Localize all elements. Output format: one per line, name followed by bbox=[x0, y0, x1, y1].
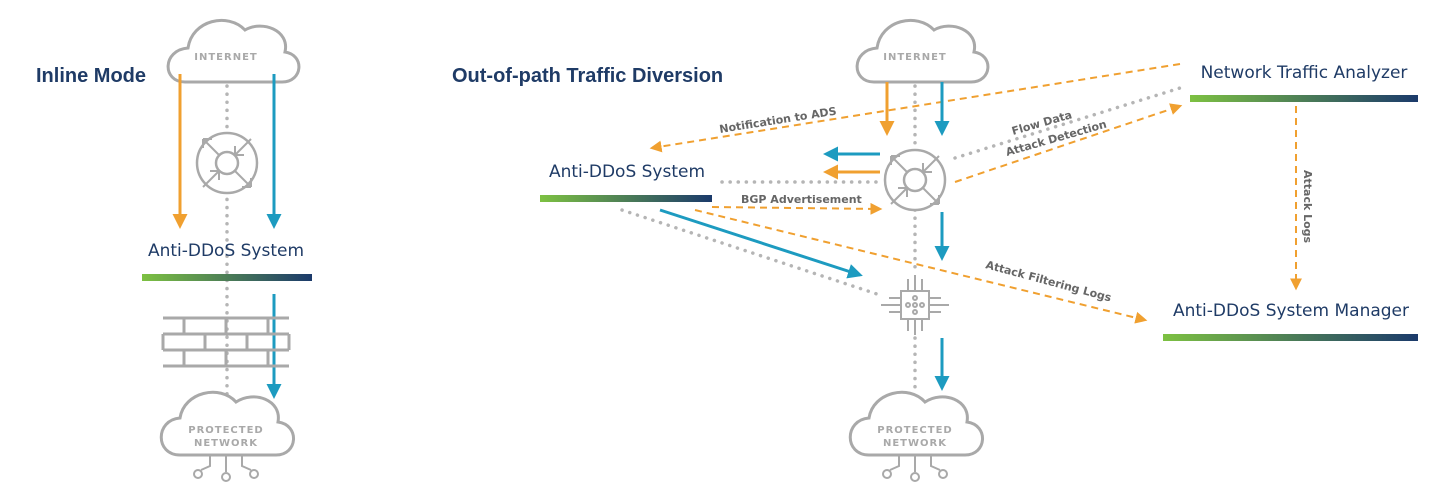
oop-protected-network-cloud: PROTECTED NETWORK bbox=[848, 390, 984, 482]
notification-label: Notification to ADS bbox=[718, 105, 837, 136]
oop-dotted-router-nta bbox=[953, 86, 1182, 160]
oop-attack-detection-arrow bbox=[954, 103, 1183, 183]
filtering-logs-label: Attack Filtering Logs bbox=[984, 258, 1113, 304]
inline-protected-label-1: PROTECTED bbox=[188, 425, 263, 436]
oop-network-nodes-icon bbox=[882, 455, 948, 482]
inline-firewall-icon bbox=[161, 316, 291, 368]
oop-notification-arrow bbox=[649, 63, 1181, 153]
inline-ads-bar bbox=[142, 274, 312, 281]
oop-router-icon bbox=[883, 148, 947, 212]
oop-bgp-arrow bbox=[711, 202, 883, 215]
nta-label: Network Traffic Analyzer bbox=[1201, 63, 1408, 83]
oop-protected-label-1: PROTECTED bbox=[877, 425, 952, 436]
oop-filtering-logs-arrow bbox=[694, 209, 1148, 324]
inline-internet-cloud: INTERNET bbox=[166, 18, 301, 84]
oop-protected-label-2: NETWORK bbox=[883, 438, 947, 449]
inline-protected-label-2: NETWORK bbox=[194, 438, 258, 449]
inline-internet-label: INTERNET bbox=[194, 52, 257, 63]
oop-dotted-ads-switch bbox=[620, 208, 882, 297]
manager-label: Anti-DDoS System Manager bbox=[1173, 301, 1409, 321]
inline-protected-network-cloud: PROTECTED NETWORK bbox=[159, 390, 295, 482]
oop-switch-chip-icon bbox=[880, 274, 950, 336]
inline-ads-label: Anti-DDoS System bbox=[148, 241, 304, 261]
oop-internet-cloud: INTERNET bbox=[855, 18, 990, 84]
oop-ads-reinject-arrow bbox=[659, 208, 863, 279]
inline-router-icon bbox=[195, 131, 259, 195]
attack-logs-label: Attack Logs bbox=[1301, 170, 1314, 244]
inline-network-nodes-icon bbox=[193, 455, 259, 482]
inline-mode-title: Inline Mode bbox=[36, 65, 146, 87]
oop-ads-bar bbox=[540, 195, 712, 202]
oop-internet-label: INTERNET bbox=[883, 52, 946, 63]
manager-bar bbox=[1163, 334, 1418, 341]
oop-ads-label: Anti-DDoS System bbox=[549, 162, 705, 182]
oop-title: Out-of-path Traffic Diversion bbox=[452, 65, 723, 87]
bgp-label: BGP Advertisement bbox=[741, 193, 862, 206]
nta-bar bbox=[1190, 95, 1418, 102]
